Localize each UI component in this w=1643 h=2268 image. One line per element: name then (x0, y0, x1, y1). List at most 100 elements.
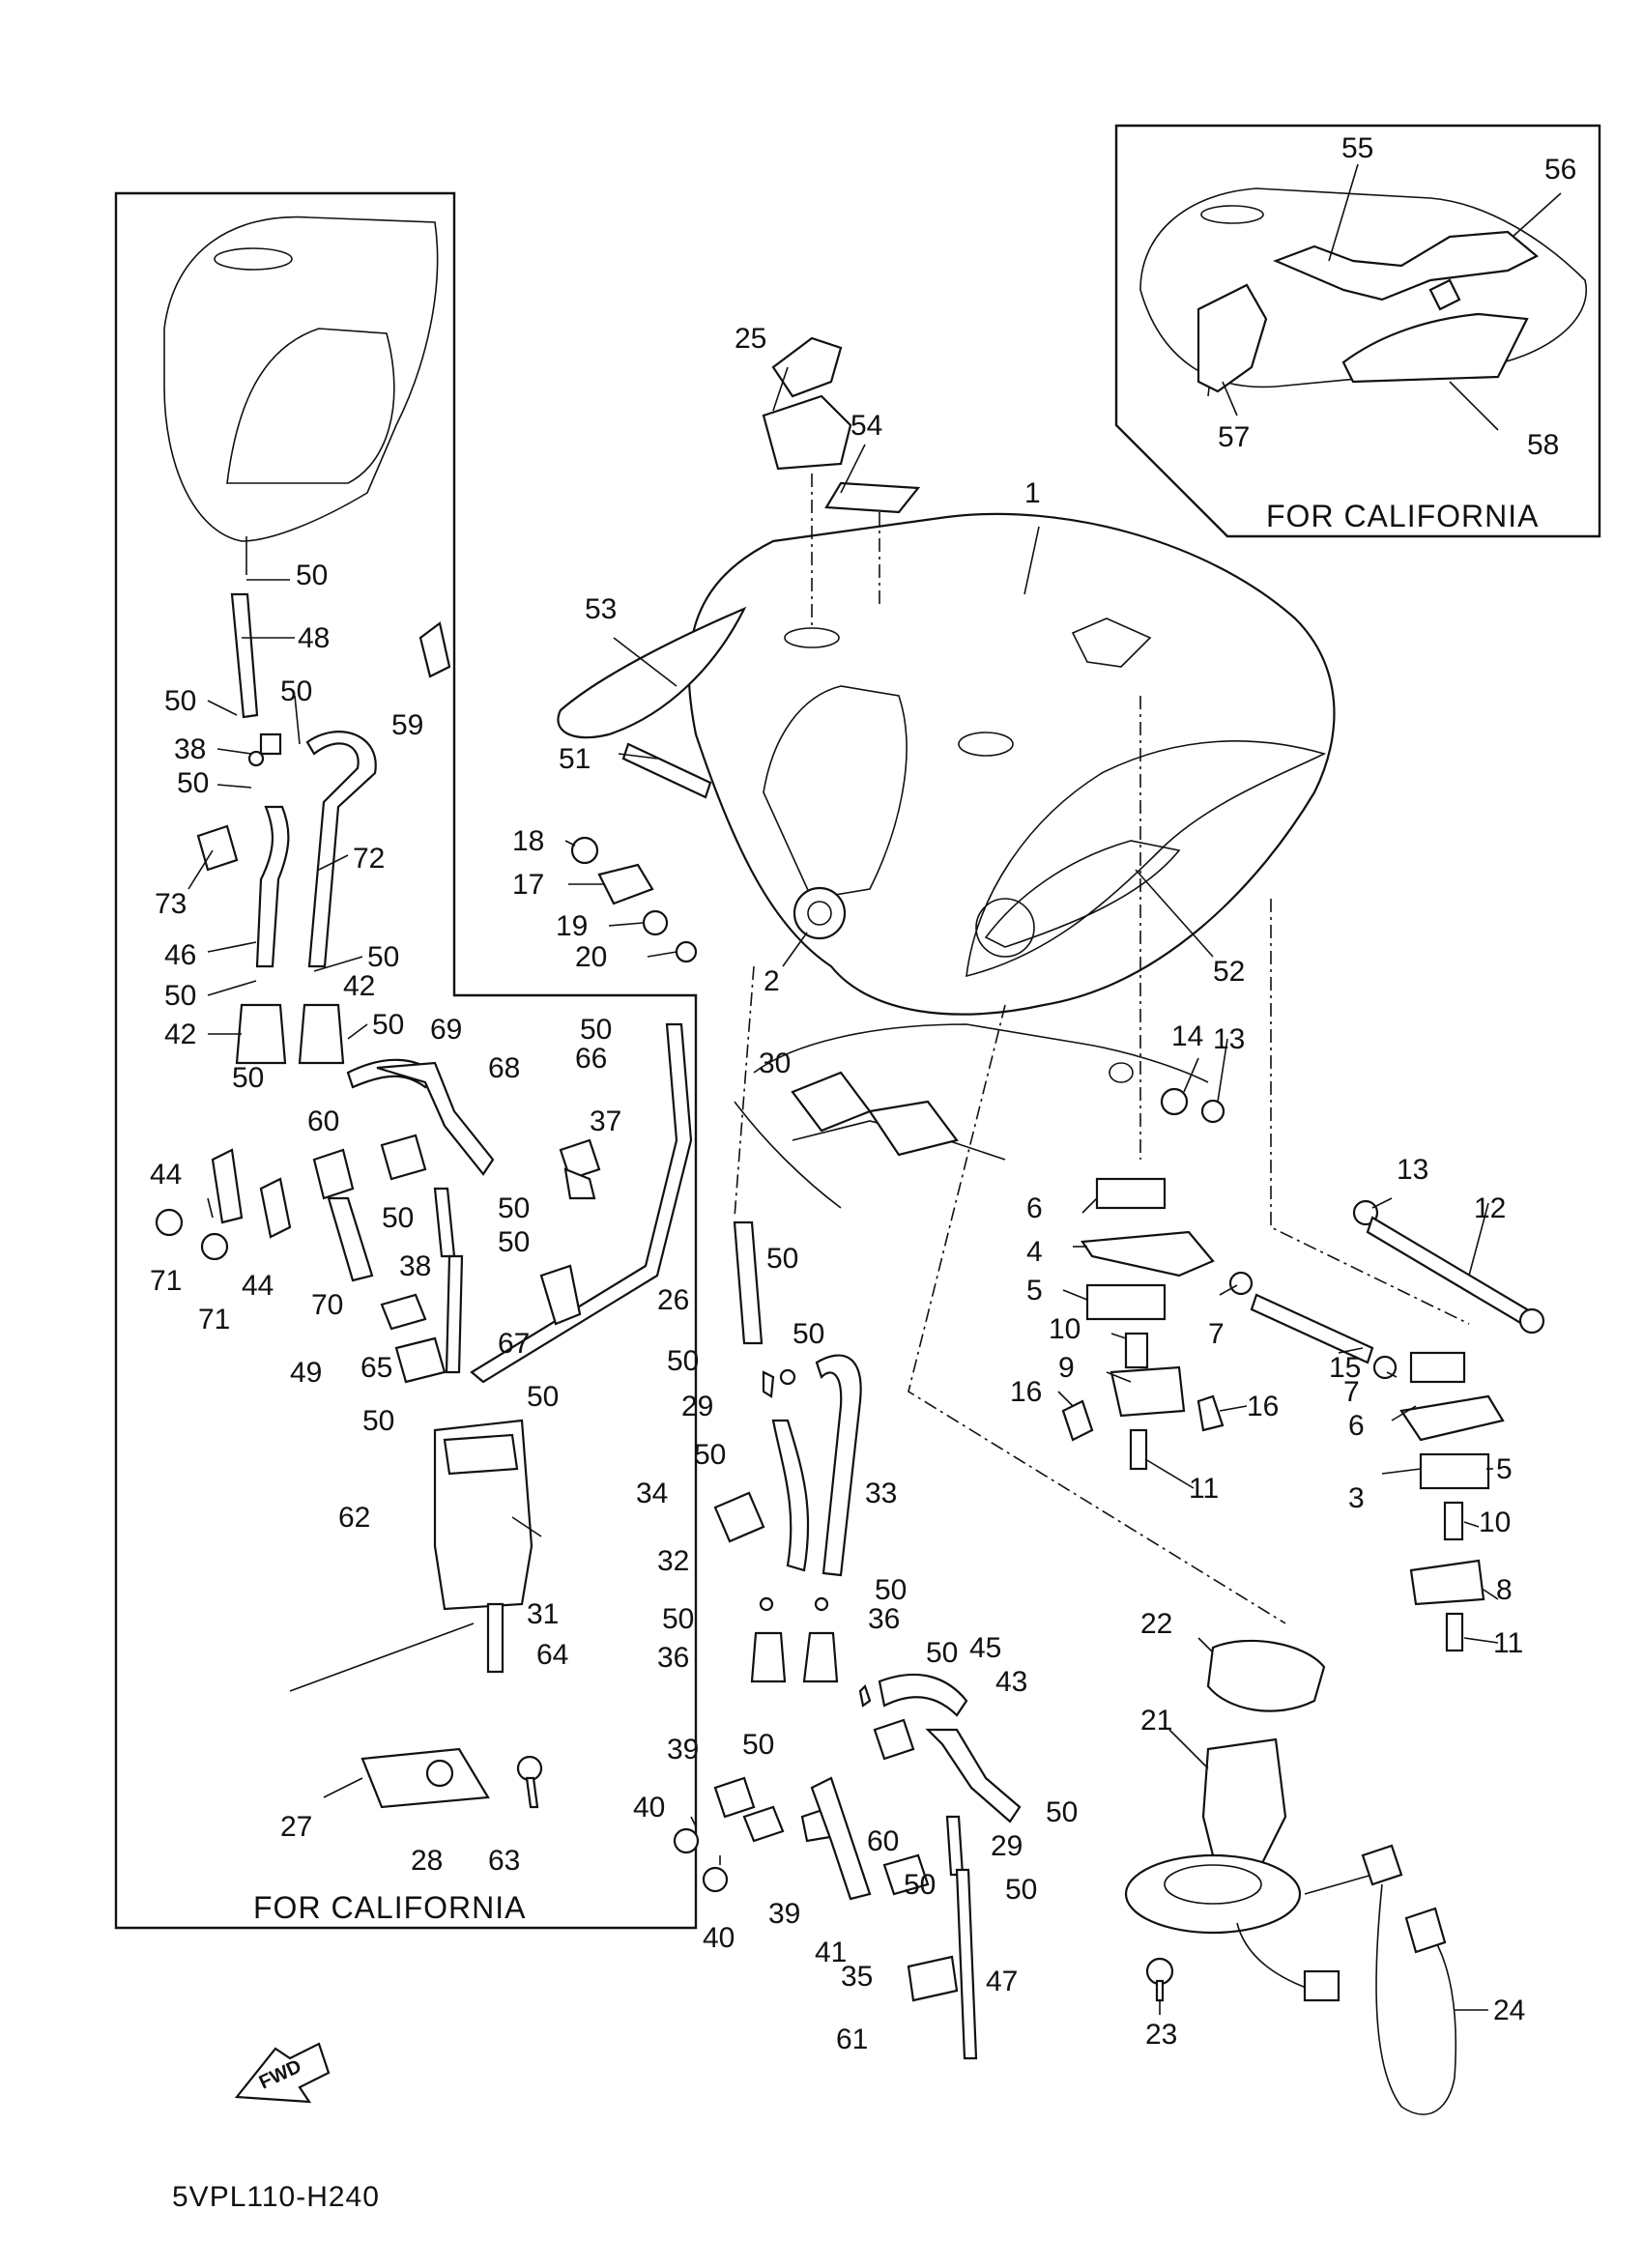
part-number-50-m: 50 (362, 1405, 394, 1437)
part-number-50-r: 50 (694, 1439, 726, 1471)
part-number-45: 45 (969, 1632, 1001, 1664)
part-number-17: 17 (512, 869, 544, 901)
center-hose-assembly (673, 965, 1022, 2060)
part-number-6b: 6 (1348, 1410, 1365, 1442)
frame-sketch (734, 1023, 1209, 1209)
part-number-39: 39 (667, 1734, 699, 1766)
california-label-right: FOR CALIFORNIA (1266, 499, 1539, 533)
part-number-6: 6 (1026, 1192, 1043, 1224)
fuel-tank-main (557, 336, 1336, 1016)
part-number-53: 53 (585, 593, 617, 625)
part-number-46: 46 (164, 939, 196, 971)
part-number-29: 29 (681, 1391, 713, 1422)
part-number-30: 30 (759, 1048, 791, 1079)
part-number-40: 40 (633, 1792, 665, 1823)
part-number-50-t: 50 (875, 1574, 907, 1606)
leader-lines-left (187, 579, 368, 1219)
part-number-11: 11 (1189, 1473, 1219, 1505)
part-number-60: 60 (307, 1105, 339, 1137)
part-number-60b: 60 (867, 1825, 899, 1857)
part-number-labels: 1 2 3 4 5 5 6 6 7 7 8 9 10 10 11 11 12 1… (150, 323, 1525, 2055)
part-number-61: 61 (836, 2024, 868, 2055)
part-number-50-g: 50 (372, 1009, 404, 1041)
part-number-33: 33 (865, 1478, 897, 1509)
part-number-39b: 39 (768, 1898, 800, 1930)
part-number-50-s: 50 (662, 1603, 694, 1635)
part-number-15: 15 (1329, 1352, 1361, 1384)
part-number-35: 35 (841, 1961, 873, 1993)
part-number-27: 27 (280, 1811, 312, 1843)
part-number-36: 36 (657, 1642, 689, 1674)
part-number-7b: 7 (1343, 1376, 1360, 1408)
part-number-23: 23 (1145, 2019, 1177, 2051)
part-number-13: 13 (1397, 1154, 1428, 1186)
part-number-50-o: 50 (766, 1243, 798, 1275)
part-number-73: 73 (155, 888, 187, 920)
part-number-5: 5 (1026, 1275, 1043, 1306)
part-number-42: 42 (164, 1019, 196, 1050)
part-number-21: 21 (1140, 1705, 1172, 1737)
part-number-1: 1 (1024, 477, 1041, 509)
part-number-50-w: 50 (1046, 1796, 1078, 1828)
part-number-10b: 10 (1479, 1507, 1511, 1538)
diagram-code: 5VPL110-H240 (172, 2181, 380, 2213)
part-number-50-n: 50 (527, 1381, 559, 1413)
part-number-72: 72 (353, 843, 385, 875)
part-number-66: 66 (575, 1043, 607, 1075)
part-number-50-f: 50 (367, 941, 399, 973)
part-number-50-q: 50 (793, 1318, 824, 1350)
part-number-58: 58 (1527, 429, 1559, 461)
part-number-64: 64 (536, 1639, 568, 1671)
part-number-69: 69 (430, 1014, 462, 1046)
part-number-50-k: 50 (498, 1226, 530, 1258)
part-number-54: 54 (850, 410, 882, 442)
part-number-14: 14 (1171, 1020, 1203, 1052)
part-number-5b: 5 (1496, 1453, 1513, 1485)
part-number-4: 4 (1026, 1236, 1043, 1268)
part-number-16b: 16 (1247, 1391, 1279, 1422)
part-number-70: 70 (311, 1289, 343, 1321)
part-number-50-b: 50 (164, 685, 196, 717)
part-number-13b: 13 (1213, 1023, 1245, 1055)
part-number-11b: 11 (1493, 1627, 1523, 1659)
part-number-34: 34 (636, 1478, 668, 1509)
part-number-24: 24 (1493, 1995, 1525, 2026)
part-number-50-x: 50 (904, 1869, 936, 1901)
part-number-50-j: 50 (498, 1192, 530, 1224)
canister-hose-assembly (155, 592, 693, 1809)
part-number-67: 67 (498, 1328, 530, 1360)
part-number-19: 19 (556, 910, 588, 942)
part-number-55: 55 (1341, 132, 1373, 164)
part-number-18: 18 (512, 825, 544, 857)
part-number-25: 25 (735, 323, 766, 355)
part-number-29b: 29 (991, 1830, 1023, 1862)
part-number-62: 62 (338, 1502, 370, 1534)
fwd-arrow-icon: FWD (234, 2042, 331, 2104)
part-number-48: 48 (298, 622, 330, 654)
part-number-63: 63 (488, 1845, 520, 1877)
part-number-28: 28 (411, 1845, 443, 1877)
part-number-44b: 44 (242, 1270, 274, 1302)
part-number-12: 12 (1474, 1192, 1506, 1224)
part-number-43: 43 (995, 1666, 1027, 1698)
mounting-hardware (1057, 696, 1545, 1652)
part-number-49: 49 (290, 1357, 322, 1389)
part-number-2: 2 (764, 965, 780, 997)
part-number-50-h: 50 (232, 1062, 264, 1094)
part-number-52: 52 (1213, 956, 1245, 988)
california-inset-right: 55 56 57 58 FOR CALIFORNIA (1114, 124, 1601, 538)
california-label-left: FOR CALIFORNIA (253, 1890, 526, 1925)
part-number-68: 68 (488, 1052, 520, 1084)
part-number-42b: 42 (343, 970, 375, 1002)
part-number-41: 41 (815, 1937, 847, 1968)
part-number-22: 22 (1140, 1608, 1172, 1640)
part-number-7: 7 (1208, 1318, 1225, 1350)
part-number-50-l: 50 (580, 1014, 612, 1046)
part-number-50-c: 50 (280, 675, 312, 707)
part-number-65: 65 (360, 1352, 392, 1384)
part-number-10: 10 (1049, 1313, 1081, 1345)
part-number-8: 8 (1496, 1574, 1513, 1606)
part-number-51: 51 (559, 743, 591, 775)
part-number-40b: 40 (703, 1922, 735, 1954)
